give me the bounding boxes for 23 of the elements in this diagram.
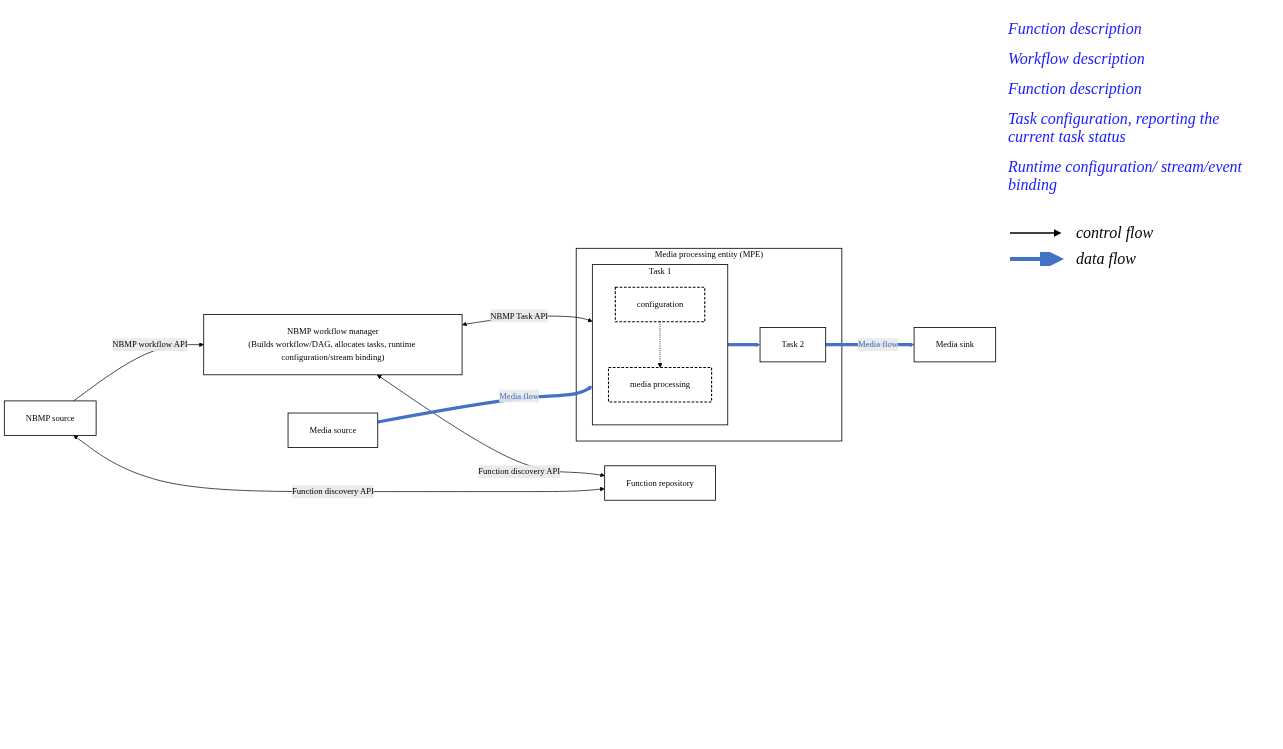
node-box: media processing <box>607 367 713 403</box>
node-box: Media source <box>287 412 379 449</box>
node-box: NBMP workflow manager (Builds workflow/DAG, allocates tasks, runtime configuration/stream binding) <box>203 314 463 376</box>
edge-label: Function discovery API <box>291 487 374 497</box>
arrow <box>377 386 593 424</box>
note-text: Function description <box>1008 80 1143 98</box>
edge-label: Media flow <box>499 391 540 401</box>
node-box: NBMP source <box>3 400 97 436</box>
legend-text: data flow <box>1076 250 1136 268</box>
node-box: configuration <box>614 287 706 323</box>
edge-label: Media flow <box>858 340 898 350</box>
edge-label: Function discovery API <box>478 467 561 477</box>
node-box: Media sink <box>913 327 997 363</box>
edge-label: NBMP Task API <box>490 311 549 321</box>
legend-text: control flow <box>1076 224 1154 242</box>
note-text: Function description <box>1008 20 1143 38</box>
edge-label: NBMP workflow API <box>112 340 188 350</box>
note-text: Task configuration, reporting the current task status <box>1008 110 1221 146</box>
arrow <box>727 342 761 348</box>
note-text: Runtime configuration/ stream/event binding <box>1008 158 1244 194</box>
node-box: Function repository <box>604 465 716 501</box>
note-text: Workflow description <box>1008 50 1146 68</box>
node-box: Task 2 <box>759 327 827 363</box>
